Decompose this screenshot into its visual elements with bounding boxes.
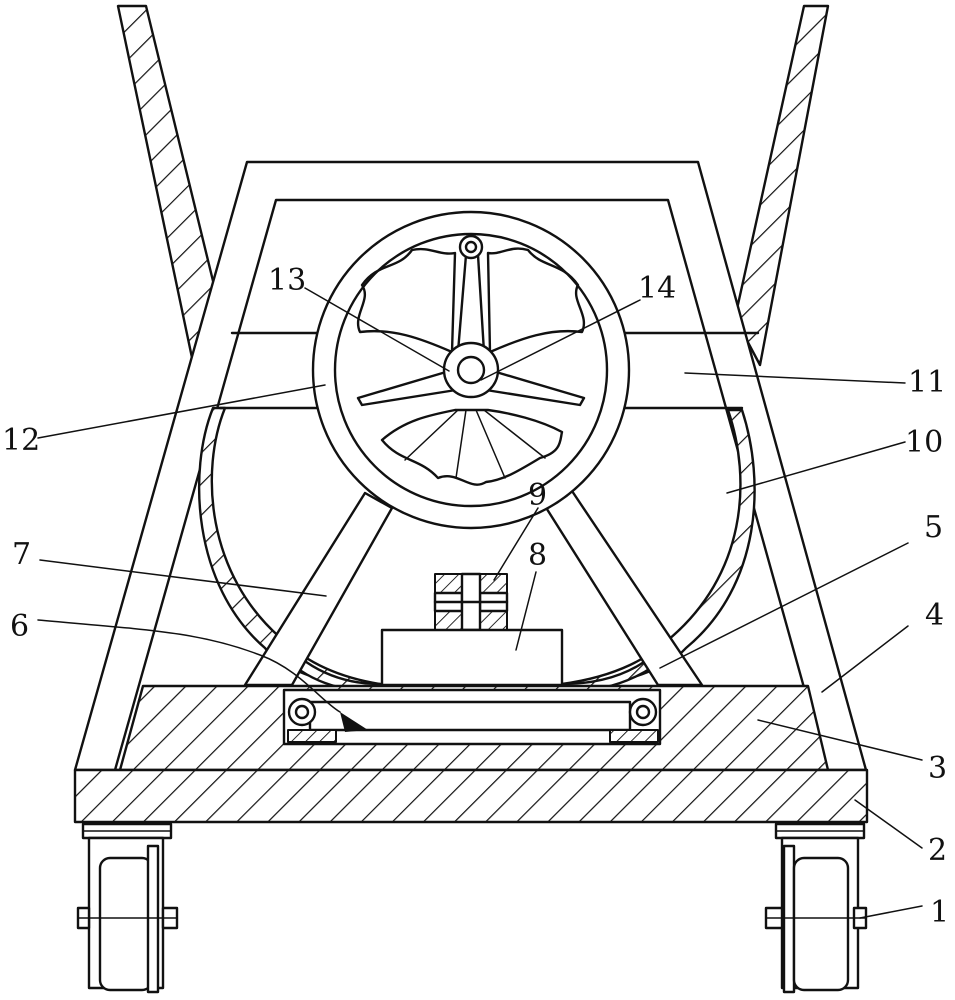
blade-bottom xyxy=(380,408,564,486)
rail-foot-right xyxy=(609,729,659,743)
label-12: 12 xyxy=(2,423,40,458)
label-14: 14 xyxy=(638,271,676,306)
coupling-block-tl xyxy=(434,573,463,594)
motor xyxy=(380,628,564,687)
leader-8 xyxy=(515,571,537,651)
rail-foot-left xyxy=(287,729,337,743)
coupling-block-br xyxy=(479,610,508,631)
top-pin xyxy=(458,234,484,260)
label-7: 7 xyxy=(12,537,31,572)
leader-lines xyxy=(37,287,923,919)
caster-left-tire xyxy=(98,856,154,992)
leader-14 xyxy=(480,299,641,381)
hopper xyxy=(116,4,830,374)
blade-bottom-rib-4 xyxy=(483,409,546,459)
part-labels: 1 2 3 4 5 6 7 8 9 10 11 12 13 14 xyxy=(2,263,949,930)
leader-13 xyxy=(304,287,450,372)
leader-4 xyxy=(821,625,909,693)
label-5: 5 xyxy=(924,510,943,545)
rail-roller-right-inner xyxy=(635,704,651,720)
caster-left-plate xyxy=(146,844,160,994)
blade-bottom-rib-2 xyxy=(455,409,467,479)
label-2: 2 xyxy=(928,833,947,868)
wheel-spokes xyxy=(356,253,586,407)
caster-right-tire xyxy=(792,856,850,992)
label-4: 4 xyxy=(925,598,944,633)
wheel-inner-ring xyxy=(333,232,609,508)
impeller-wheel xyxy=(311,210,631,530)
blade-upper-right xyxy=(486,247,585,354)
label-9: 9 xyxy=(528,478,547,513)
coupling xyxy=(433,572,509,632)
bottom-plate xyxy=(73,768,869,824)
caster-left xyxy=(76,822,179,994)
leader-10 xyxy=(726,441,906,494)
rail-arrow-head xyxy=(340,712,368,732)
leader-11 xyxy=(684,372,906,384)
label-6: 6 xyxy=(10,609,29,644)
rail-roller-right xyxy=(628,697,658,727)
leader-3 xyxy=(757,719,923,761)
leader-7 xyxy=(39,559,327,597)
leader-9 xyxy=(493,507,539,581)
caster-right xyxy=(764,822,868,994)
top-pin-inner xyxy=(464,240,478,254)
leader-2 xyxy=(854,799,923,849)
blade-bottom-rib-1 xyxy=(404,409,459,461)
label-10: 10 xyxy=(905,425,943,460)
blade-bottom-rib-3 xyxy=(475,409,506,479)
hopper-right-wall xyxy=(733,4,830,367)
label-3: 3 xyxy=(928,751,947,786)
label-8: 8 xyxy=(528,538,547,573)
label-1: 1 xyxy=(930,895,949,930)
hub-inner xyxy=(456,355,486,385)
rail-roller-left-inner xyxy=(294,704,310,720)
blade-upper-left xyxy=(356,247,457,354)
leader-6 xyxy=(37,619,341,713)
coupling-block-bl xyxy=(434,610,463,631)
leader-12 xyxy=(37,384,326,439)
label-13: 13 xyxy=(268,263,306,298)
caster-right-plate xyxy=(782,844,796,994)
leader-5 xyxy=(659,542,909,669)
coupling-block-tr xyxy=(479,573,508,594)
label-11: 11 xyxy=(908,365,946,400)
impeller-blades xyxy=(356,247,585,486)
rail-roller-left xyxy=(287,697,317,727)
hub-outer xyxy=(442,341,500,399)
slide-rail xyxy=(282,688,662,746)
leader-1 xyxy=(859,905,923,919)
